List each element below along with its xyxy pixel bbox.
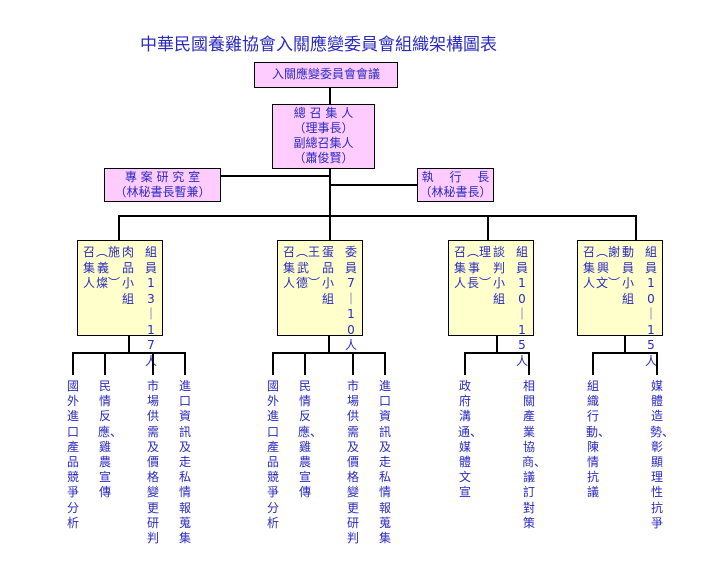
task-label: 民情反應、雞農宣傳 [98,379,123,500]
group-convener-name: ︵王武德︶ [296,245,321,290]
connector-line [118,215,120,240]
connector-line [272,352,385,354]
executive-director-box: 執 行 長 （林秘書長） [417,168,494,202]
group-name: 談判小組 [492,245,505,306]
connector-line [329,169,331,216]
group-size: 組員10｜15人 [644,245,657,368]
task-label: 進口資訊及走私情報蒐集 [378,379,391,546]
research-office-box: 專 案 研 究 室 （林秘書長暫兼） [104,168,221,202]
connector-line [464,352,466,375]
connector-line [328,336,330,353]
connector-line [624,336,626,353]
convener-name: （理事長） [293,121,354,135]
task-label: 相關產業協商、議訂對策 [522,379,547,530]
group-name: 動員小組 [621,245,634,306]
group-convener-label: 召集人 [282,245,295,290]
connector-line [487,215,489,240]
task-label: 組織行動、陳情抗議 [586,379,611,500]
executive-director-title: 執 行 長 [421,170,490,184]
executive-director-name: （林秘書長） [419,185,492,199]
convener-box: 總 召 集 人 （理事長） 副總召集人 （蕭俊賢） [272,104,375,169]
connector-line [635,215,637,240]
connector-line [384,352,386,375]
task-label: 政府溝通、媒體文宣 [458,379,483,500]
connector-line [329,88,331,104]
connector-line [128,336,130,353]
convener-title: 總 召 集 人 [293,106,354,120]
task-label: 市場供需及價格變更研判 [146,379,159,546]
research-office-title: 專 案 研 究 室 [124,170,201,184]
research-office-head: （林秘書長暫兼） [114,185,211,199]
group-convener-label: 召集人 [82,245,95,290]
deputy-convener-name: （蕭俊賢） [293,151,354,165]
egg-group-box: 召集人 ︵王武德︶ 蛋品小組 委員7｜10人 [277,240,363,352]
task-label: 媒體造勢、彰顯理性抗爭 [650,379,675,530]
connector-line [104,352,106,375]
group-convener-name: ︵謝興文︶ [596,245,621,290]
deputy-convener-title: 副總召集人 [293,136,354,150]
connector-line [72,352,185,354]
connector-line [528,352,530,375]
group-convener-label: 召集人 [453,245,466,290]
connector-line [464,352,529,354]
group-size: 組員10｜15人 [515,245,528,368]
connector-line [330,184,417,186]
negotiation-group-box: 召集人 ︵理事長︶ 談判小組 組員10｜15人 [448,240,534,368]
committee-meeting-label: 入關應變委員會會議 [271,67,380,81]
group-size: 委員7｜10人 [344,245,357,352]
connector-line [221,175,330,177]
group-convener-name: ︵理事長︶ [467,245,492,290]
connector-line [72,352,74,375]
task-label: 國外進口產品競爭分析 [266,379,279,530]
group-convener-name: ︵施義燦︶ [96,245,121,290]
group-name: 蛋品小組 [321,245,334,306]
task-label: 進口資訊及走私情報蒐集 [178,379,191,546]
group-convener-label: 召集人 [582,245,595,290]
connector-line [656,352,658,375]
connector-line [272,352,274,375]
task-label: 國外進口產品競爭分析 [66,379,79,530]
group-size: 組員13｜17人 [144,245,157,368]
task-label: 市場供需及價格變更研判 [346,379,359,546]
connector-line [592,352,657,354]
mobilization-group-box: 召集人 ︵謝興文︶ 動員小組 組員10｜15人 [577,240,663,368]
committee-meeting-box: 入關應變委員會會議 [254,62,398,88]
connector-line [304,352,306,375]
connector-line [352,352,354,375]
connector-line [329,215,331,240]
connector-line [592,352,594,375]
connector-line [496,336,498,353]
connector-line [118,215,637,217]
chart-title: 中華民國養雞協會入關應變委員會組織架構圖表 [140,35,497,55]
group-name: 肉品小組 [121,245,134,306]
connector-line [152,352,154,375]
meat-group-box: 召集人 ︵施義燦︶ 肉品小組 組員13｜17人 [77,240,163,368]
task-label: 民情反應、雞農宣傳 [298,379,323,500]
connector-line [184,352,186,375]
